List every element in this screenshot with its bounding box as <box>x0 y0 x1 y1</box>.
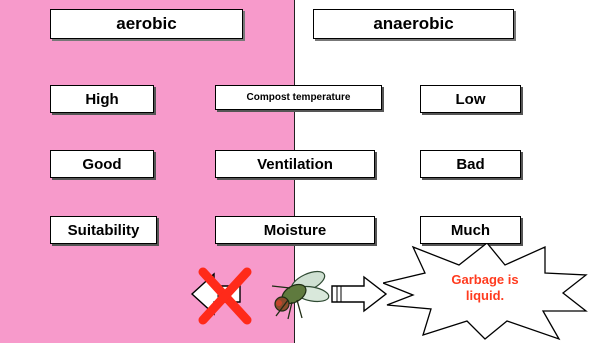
callout-text: Garbage is liquid. <box>430 272 540 304</box>
row2-anaerobic-value: Bad <box>420 150 521 178</box>
right-arrow-icon <box>330 274 390 314</box>
row3-factor-label: Moisture <box>215 216 375 244</box>
row1-factor-label: Compost temperature <box>215 85 382 110</box>
row1-anaerobic-value: Low <box>420 85 521 113</box>
row2-factor-label: Ventilation <box>215 150 375 178</box>
row1-aerobic-value: High <box>50 85 154 113</box>
aerobic-header: aerobic <box>50 9 243 39</box>
fly-icon <box>262 264 334 322</box>
row3-anaerobic-value: Much <box>420 216 521 244</box>
row3-aerobic-value: Suitability <box>50 216 157 244</box>
callout-line-1: Garbage is <box>430 272 540 288</box>
anaerobic-header: anaerobic <box>313 9 514 39</box>
callout-line-2: liquid. <box>430 288 540 304</box>
cross-icon <box>197 266 257 328</box>
row2-aerobic-value: Good <box>50 150 154 178</box>
